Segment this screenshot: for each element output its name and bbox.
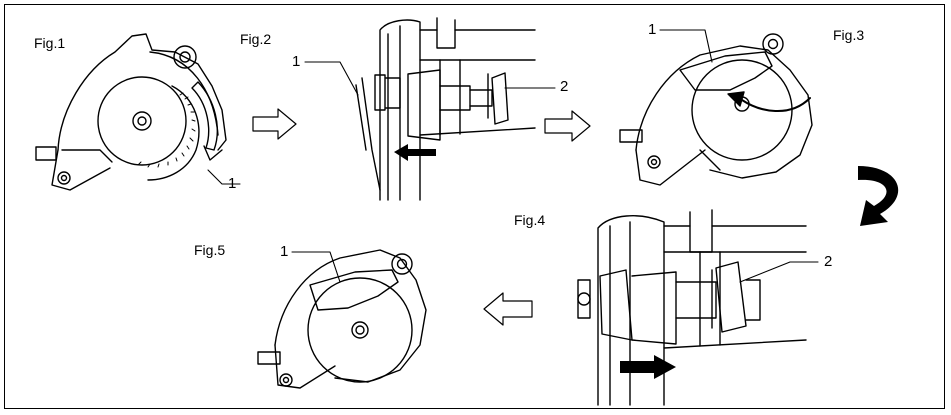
fig3-drawing [619,29,813,186]
fig2-title: Fig.2 [240,31,272,47]
fig2-drawing [304,17,556,201]
arrow-fig1-to-fig2 [252,108,297,140]
fig4-callout-2: 2 [824,253,833,270]
fig4-title: Fig.4 [514,212,546,228]
curved-arrow-to-fig4 [858,166,899,226]
fig5-callout-1: 1 [280,243,289,260]
fig1-callout-1: 1 [228,175,237,192]
fig3-callout-1: 1 [648,21,657,38]
fig5-title: Fig.5 [194,242,226,258]
fig2-callout-1: 1 [292,53,301,70]
fig4-drawing [577,209,819,406]
fig1-title: Fig.1 [34,35,66,51]
diagram-frame [4,4,945,409]
arrow-fig4-to-fig5 [483,292,533,326]
fig5-drawing [257,249,427,389]
arrow-fig2-to-fig3 [544,110,591,142]
fig1-drawing [35,33,241,191]
fig2-callout-2: 2 [560,78,569,95]
fig3-title: Fig.3 [833,27,865,43]
